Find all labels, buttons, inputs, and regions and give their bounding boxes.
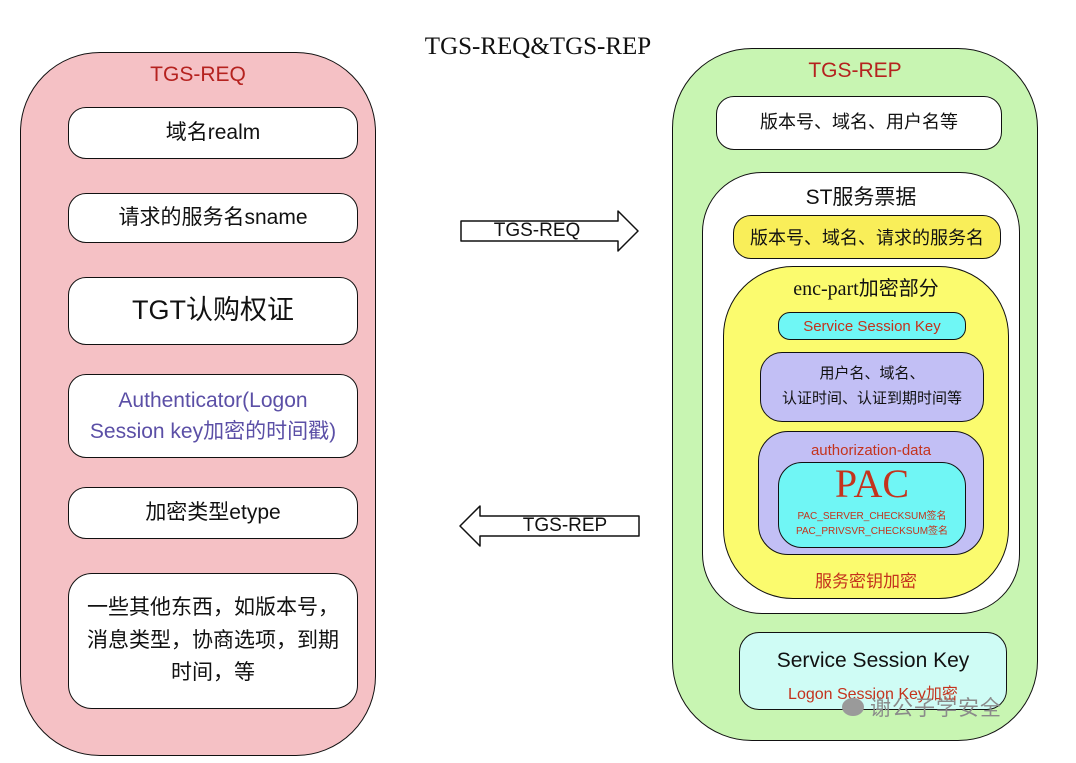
wechat-icon xyxy=(842,698,864,716)
misc-line2: 消息类型，协商选项，到期 xyxy=(87,628,339,652)
authorization-data-label: authorization-data xyxy=(810,441,932,459)
authenticator-line1: Authenticator(Logon xyxy=(118,388,308,412)
diagram-title: TGS-REQ&TGS-REP xyxy=(424,33,652,60)
sname-box: 请求的服务名sname xyxy=(68,193,358,243)
tgs-rep-heading: TGS-REP xyxy=(808,59,902,82)
version-info-box: 版本号、域名、用户名等 xyxy=(716,96,1002,150)
pac-title: PAC xyxy=(834,461,910,506)
tgt-box: TGT认购权证 xyxy=(68,277,358,345)
session-key-subtitle: Logon Session Key加密 xyxy=(788,686,958,703)
misc-line1: 一些其他东西，如版本号， xyxy=(87,596,339,620)
pac-box xyxy=(778,462,966,548)
pac-privsvr-checksum: PAC_PRIVSVR_CHECKSUM签名 xyxy=(795,525,949,537)
service-key-encryption-label: 服务密钥加密 xyxy=(815,571,917,591)
service-session-key-pill: Service Session Key xyxy=(778,312,966,340)
session-key-box xyxy=(739,632,1007,710)
ticket-header-box: 版本号、域名、请求的服务名 xyxy=(733,215,1001,259)
reply-arrow-label: TGS-REP xyxy=(522,515,608,536)
reply-arrow xyxy=(459,505,640,547)
realm-box: 域名realm xyxy=(68,107,358,159)
tgs-req-heading: TGS-REQ xyxy=(150,63,246,86)
misc-box: 一些其他东西，如版本号， 消息类型，协商选项，到期 时间，等 xyxy=(68,573,358,709)
request-arrow xyxy=(460,210,639,252)
misc-line3: 时间，等 xyxy=(171,661,255,685)
pac-server-checksum: PAC_SERVER_CHECKSUM签名 xyxy=(797,510,947,522)
user-info-line1: 用户名、域名、 xyxy=(819,365,925,383)
user-info-box: 用户名、域名、 认证时间、认证到期时间等 xyxy=(760,352,984,422)
request-arrow-label: TGS-REQ xyxy=(493,220,581,241)
enc-part-title: enc-part加密部分 xyxy=(793,277,939,300)
session-key-title: Service Session Key xyxy=(776,649,970,672)
service-ticket-title: ST服务票据 xyxy=(805,186,917,209)
etype-box: 加密类型etype xyxy=(68,487,358,539)
authenticator-box: Authenticator(Logon Session key加密的时间戳) xyxy=(68,374,358,458)
watermark-text: 谢公子学安全 xyxy=(870,697,1002,720)
user-info-line2: 认证时间、认证到期时间等 xyxy=(781,390,962,407)
authenticator-line2: Session key加密的时间戳) xyxy=(89,420,337,443)
